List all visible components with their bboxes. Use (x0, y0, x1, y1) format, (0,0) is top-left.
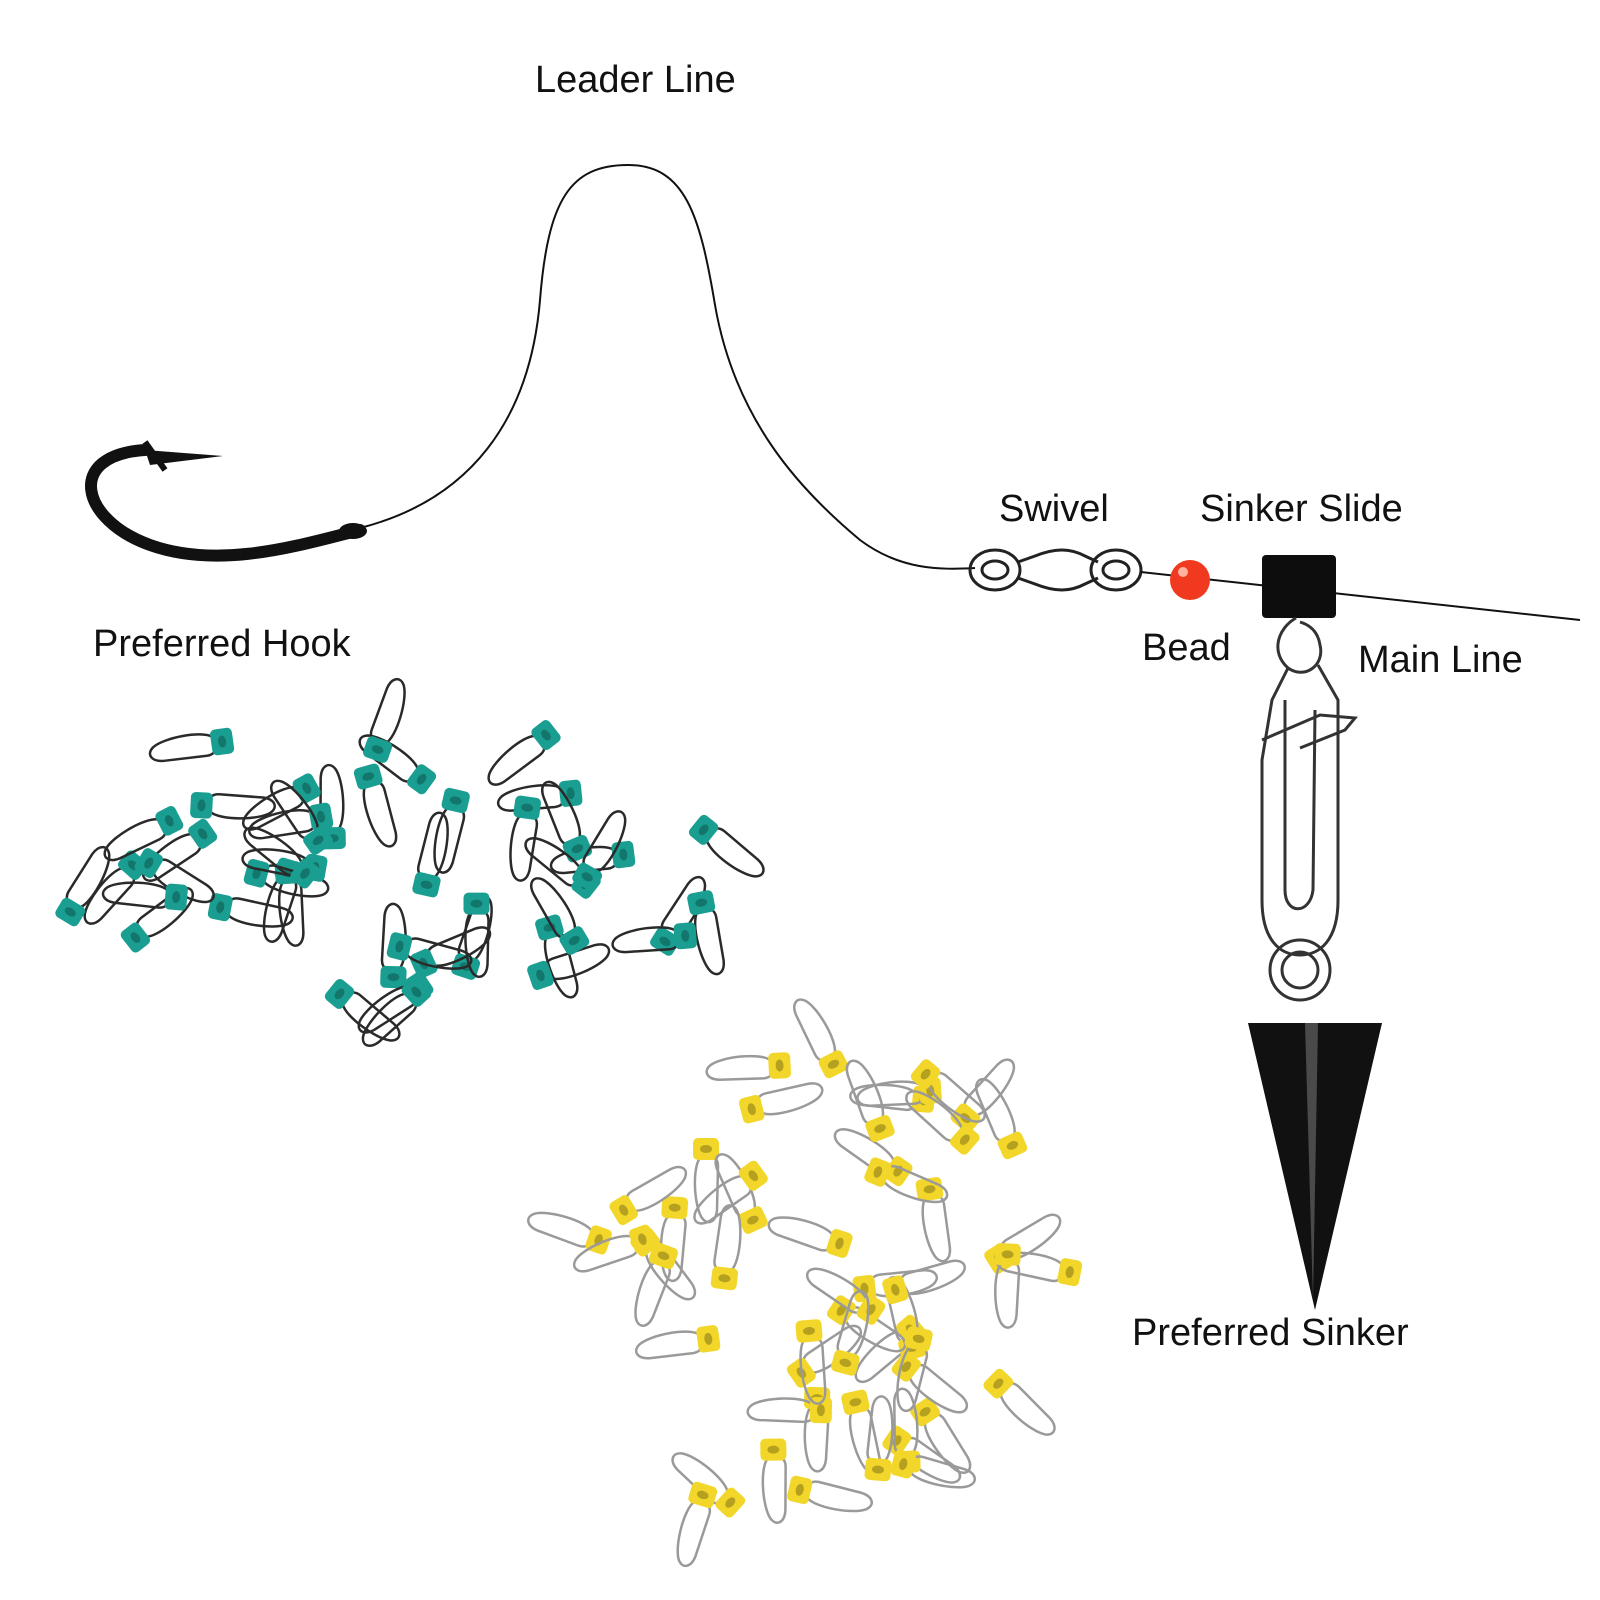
green-slide-clip (386, 932, 473, 970)
green-slide-clip (530, 877, 590, 955)
yellow-slide-clip (910, 1059, 986, 1123)
barrel-swivel-icon (968, 548, 1143, 592)
green-slide-clip (103, 805, 184, 862)
yellow-slide-clip (831, 1290, 870, 1376)
label-sinker-slide: Sinker Slide (1200, 488, 1403, 530)
yellow-slide-clip (994, 1243, 1021, 1329)
yellow-slide-clip (882, 1259, 966, 1305)
green-slide-clip (358, 734, 437, 795)
yellow-slide-clip (676, 1481, 718, 1568)
label-preferred-sinker: Preferred Sinker (1132, 1312, 1409, 1354)
yellow-slide-clip (634, 1242, 679, 1327)
green-slide-clip (433, 787, 470, 874)
yellow-slide-clip (905, 1090, 980, 1155)
green-slide-clip (509, 795, 542, 882)
yellow-slide-clip (746, 1397, 833, 1424)
yellow-slide-clip (693, 1138, 720, 1224)
yellow-slide-clip (635, 1325, 721, 1360)
green-slide-clip (496, 779, 583, 812)
yellow-slide-clip (659, 1196, 689, 1283)
yellow-slide-clip (671, 1452, 746, 1518)
yellow-slide-clip (739, 1082, 824, 1124)
green-slide-clip (190, 792, 276, 820)
yellow-slide-clip (896, 1326, 933, 1413)
yellow-slide-clip (984, 1213, 1062, 1274)
green-slide-clip (141, 818, 218, 882)
bead-icon (1170, 560, 1210, 600)
snap-clip-icon (1260, 616, 1358, 1002)
yellow-slide-clip (705, 1052, 791, 1081)
yellow-slide-clip (693, 1160, 768, 1225)
yellow-sinker-slides-pile (527, 998, 1083, 1568)
yellow-slide-clip (864, 1157, 949, 1204)
yellow-slide-clip (845, 1059, 895, 1142)
label-swivel: Swivel (999, 488, 1109, 530)
yellow-slide-clip (760, 1438, 787, 1524)
green-slide-clip (412, 811, 449, 898)
yellow-slide-clip (975, 1077, 1028, 1160)
yellow-slide-clip (795, 1319, 827, 1405)
green-slide-clip (148, 727, 235, 763)
green-slide-clip (207, 893, 294, 928)
yellow-slide-clip (609, 1165, 688, 1226)
green-slide-clip (361, 977, 432, 1047)
green-slide-clip (270, 779, 334, 855)
yellow-slide-clip (890, 1449, 976, 1489)
label-bead: Bead (1142, 627, 1231, 669)
green-slide-clip (243, 826, 320, 889)
yellow-slide-clip (710, 1204, 742, 1291)
yellow-slide-clip (864, 1395, 894, 1482)
yellow-slide-clip (983, 1368, 1056, 1436)
green-slide-clip (463, 892, 490, 978)
yellow-slide-clip (787, 1475, 873, 1513)
label-preferred-hook: Preferred Hook (93, 623, 352, 665)
green-sinker-slides-pile (55, 677, 765, 1047)
yellow-slide-clip (793, 998, 849, 1079)
green-slide-clip (688, 814, 765, 878)
green-slide-clip (572, 810, 627, 892)
yellow-slide-clip (915, 1177, 952, 1263)
green-slide-clip (353, 763, 398, 848)
green-slide-clip (363, 677, 406, 763)
main-line (1140, 571, 1581, 621)
sinker-slide-block (1262, 555, 1336, 618)
green-slide-clip (120, 886, 194, 953)
leader-line-curve (359, 163, 976, 570)
yellow-slide-clip (767, 1216, 853, 1258)
green-slide-clip (248, 802, 334, 840)
yellow-slide-clip (572, 1224, 656, 1273)
fishing-hook-icon (85, 440, 367, 562)
green-slide-clip (487, 720, 561, 786)
green-slide-clip (101, 881, 188, 911)
label-leader-line: Leader Line (535, 59, 736, 101)
yellow-slide-clip (527, 1211, 612, 1255)
green-slide-clip (55, 845, 111, 927)
green-slide-clip (527, 943, 611, 990)
green-slide-clip (687, 890, 725, 976)
yellow-slide-clip (826, 1295, 907, 1353)
green-slide-clip (324, 978, 401, 1042)
green-slide-clip (611, 922, 697, 954)
label-main-line: Main Line (1358, 639, 1523, 681)
